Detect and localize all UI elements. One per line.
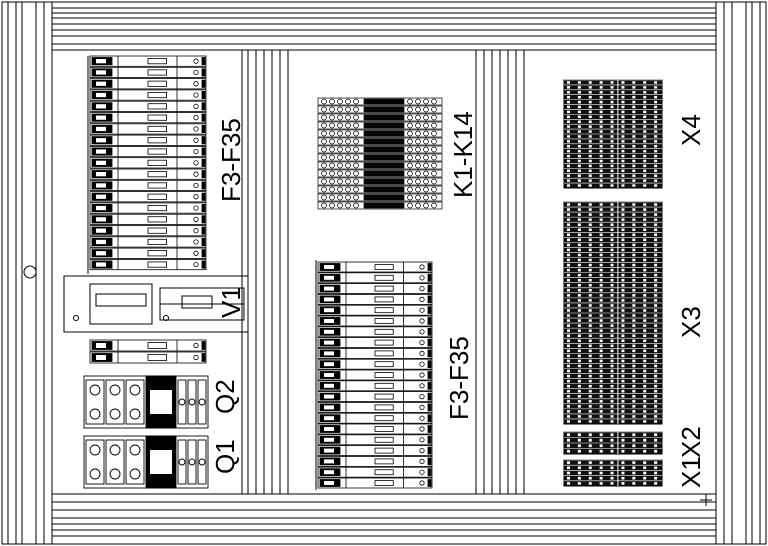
relay [317,145,443,154]
relay [317,161,443,170]
breaker-module [317,391,433,403]
breaker-module [317,445,433,457]
breaker-module [317,261,433,273]
breaker-module [89,339,207,352]
terminal-block-x4 [563,79,663,189]
terminal-block-x2 [563,431,663,455]
breaker-module [317,272,433,284]
relay [317,193,443,202]
breaker-module [317,455,433,467]
breaker-module [89,100,207,112]
breaker-module [317,358,433,370]
relay [317,169,443,178]
breaker-module [317,347,433,359]
breaker-module [89,112,207,124]
breaker-module [317,466,433,478]
left-breaker-stack [87,55,207,274]
breaker-module [317,283,433,295]
breaker-module [317,412,433,424]
relay [317,153,443,162]
breaker-module [89,55,207,67]
label-terminal-x3: X3 [676,306,706,338]
breaker-module [89,134,207,146]
label-breaker-q2: Q2 [210,379,240,414]
main-breaker [83,375,209,429]
breaker-module [89,351,207,364]
breaker-module [317,315,433,327]
breaker-module [317,401,433,413]
label-breaker-q1: Q1 [210,439,240,474]
relay-block [317,97,443,210]
breaker-module [89,168,207,180]
breaker-module [89,179,207,192]
breaker-module [317,304,433,316]
relay [317,201,443,210]
breaker-module [89,258,207,271]
breaker-module [89,123,207,135]
relay [317,105,443,114]
breaker-module [317,380,433,392]
breaker-module [89,213,207,225]
breaker-module [89,157,207,169]
terminal-block-x3 [563,201,663,425]
breaker-module [89,247,207,259]
breaker-module [317,337,433,349]
breaker-module [317,369,433,381]
voltmeter-module [63,275,249,333]
auxiliary-breakers [89,339,207,364]
breaker-module [317,477,433,489]
breaker-module [89,89,207,101]
label-relays: K1-K14 [448,111,478,198]
terminal-block-x1 [563,459,663,487]
center-breaker-stack [315,260,433,490]
breaker-module [89,236,207,248]
breaker-module [89,191,207,203]
breaker-module [317,326,433,338]
main-breakers [83,375,209,489]
breaker-module [89,66,207,79]
label-center-breakers: F3-F35 [444,336,474,420]
terminal-blocks [563,79,663,487]
breaker-module [89,78,207,90]
breaker-module [89,202,207,214]
breaker-module [89,145,207,158]
breaker-module [317,293,433,305]
label-terminal-x4: X4 [676,114,706,146]
breaker-module [317,434,433,446]
breaker-module [317,423,433,435]
label-terminal-x1: X1 [676,456,706,488]
relay [317,129,443,138]
relay [317,97,443,106]
label-voltmeter: V1 [216,286,246,318]
relay [317,177,443,186]
relay [317,113,443,122]
label-left-breakers: F3-F35 [216,118,246,202]
label-terminal-x2: X2 [676,426,706,458]
relay [317,185,443,194]
relay [317,121,443,130]
relay [317,137,443,146]
main-breaker [83,435,209,489]
breaker-module [89,225,207,237]
